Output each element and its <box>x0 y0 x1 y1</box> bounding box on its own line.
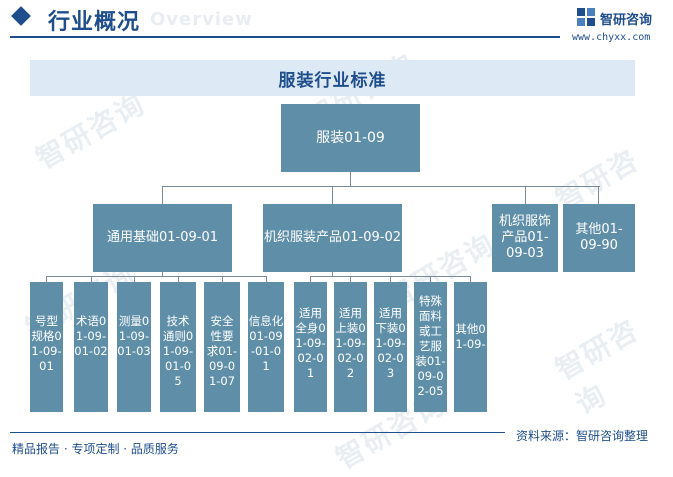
tree-leaf: 其他01-09- <box>454 282 487 412</box>
connector <box>162 186 163 204</box>
footer-slogan: 精品报告 · 专项定制 · 品质服务 <box>12 442 179 456</box>
tree-leaf: 适用全身01-09-02-01 <box>294 282 327 412</box>
connector <box>430 276 431 282</box>
tree-leaf: 适用下装01-09-02-03 <box>374 282 407 412</box>
connector <box>162 272 163 276</box>
watermark: 智研咨询 <box>550 312 645 422</box>
footer-divider <box>10 432 505 433</box>
connector <box>310 276 311 282</box>
tree-node-general-basics: 通用基础01-09-01 <box>93 204 232 272</box>
section-title-ghost: Overview <box>150 9 253 30</box>
tree-leaf: 特殊面料或工艺服装01-09-02-05 <box>414 282 447 412</box>
connector <box>46 276 266 277</box>
connector <box>332 272 333 276</box>
tree-node-other: 其他01-09-90 <box>563 204 635 272</box>
connector <box>134 276 135 282</box>
connector <box>525 186 526 204</box>
chart-title-bar: 服装行业标准 <box>30 60 635 96</box>
connector <box>178 276 179 282</box>
tree-leaf: 适用上装01-09-02-02 <box>334 282 367 412</box>
tree-node-woven-apparel: 机织服装产品01-09-02 <box>263 204 402 272</box>
connector <box>46 276 47 282</box>
header-divider <box>10 36 560 38</box>
tree-root-node: 服装01-09 <box>281 104 420 172</box>
tree-leaf: 安全性要求01-09-01-07 <box>204 282 240 412</box>
section-title: 行业概况 <box>48 10 141 35</box>
connector <box>222 276 223 282</box>
connector <box>332 186 333 204</box>
connector <box>162 186 600 187</box>
tree-leaf: 测量01-09-01-03 <box>117 282 151 412</box>
chart-title: 服装行业标准 <box>278 70 387 91</box>
logo-icon <box>577 8 597 26</box>
tree-leaf: 号型规格01-09-01 <box>30 282 63 412</box>
connector <box>350 172 351 186</box>
tree-leaf: 技术通则01-09-01-05 <box>160 282 196 412</box>
connector <box>350 276 351 282</box>
source-note: 资料来源：智研咨询整理 <box>516 429 649 443</box>
tree-leaf: 术语01-09-01-02 <box>74 282 108 412</box>
logo-url: www.chyxx.com <box>572 32 651 43</box>
connector <box>470 276 471 282</box>
tree-node-woven-accessories: 机织服饰产品01-09-03 <box>492 204 558 272</box>
watermark: 智研咨询 <box>30 87 151 176</box>
connector <box>390 276 391 282</box>
diamond-icon <box>11 6 31 26</box>
logo-name: 智研咨询 <box>600 13 653 28</box>
tree-leaf: 信息化01-09-01-01 <box>248 282 284 412</box>
connector <box>91 276 92 282</box>
connector <box>266 276 267 282</box>
connector <box>598 186 599 204</box>
